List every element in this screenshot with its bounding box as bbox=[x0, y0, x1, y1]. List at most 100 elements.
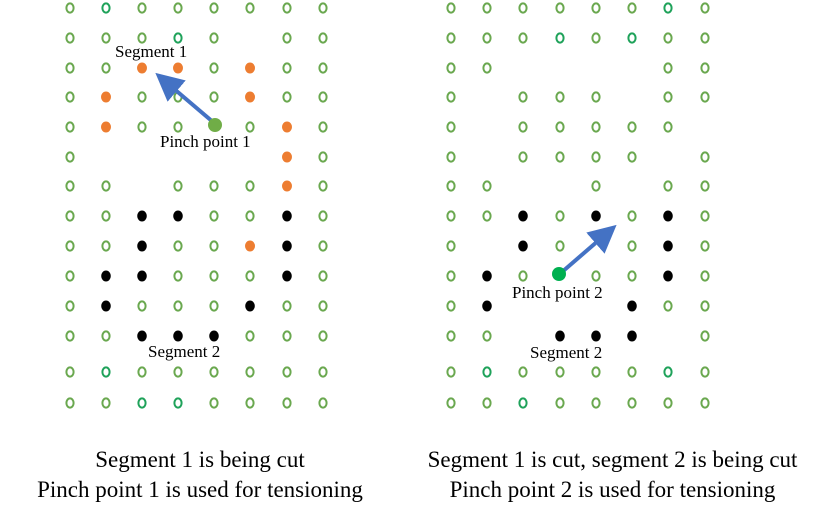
fiber-grid-diagram: Segment 1 Pinch point 1 Segment 2 Pinch … bbox=[65, 2, 710, 409]
left-fiber-dot bbox=[65, 300, 75, 312]
left-fiber-dot bbox=[318, 210, 328, 222]
right-fiber-dot bbox=[700, 62, 710, 74]
right-fiber-dot bbox=[482, 32, 492, 44]
left-fiber-dot bbox=[173, 121, 183, 133]
left-fiber-dot bbox=[173, 180, 183, 192]
left-fiber-dot bbox=[65, 91, 75, 103]
right-fiber-dot bbox=[446, 330, 456, 342]
right-segment2-dot bbox=[663, 210, 673, 222]
right-segment2-dot bbox=[663, 240, 673, 252]
left-fiber-dot bbox=[245, 121, 255, 133]
left-fiber-dot bbox=[209, 62, 219, 74]
left-segment2-dot bbox=[245, 300, 255, 312]
left-segment1-dot bbox=[282, 180, 292, 192]
right-fiber-dot bbox=[555, 366, 565, 378]
right-fiber-dot bbox=[700, 397, 710, 409]
right-fiber-dot bbox=[700, 91, 710, 103]
left-fiber-dot bbox=[318, 2, 328, 14]
right-segment2-dot bbox=[663, 270, 673, 282]
left-fiber-dot bbox=[137, 32, 147, 44]
left-fiber-dot bbox=[318, 32, 328, 44]
left-panel-grid bbox=[65, 2, 328, 409]
right-fiber-dot bbox=[446, 210, 456, 222]
right-fiber-dot bbox=[482, 62, 492, 74]
left-fiber-dot bbox=[245, 210, 255, 222]
left-fiber-dot bbox=[137, 300, 147, 312]
left-segment2-dot bbox=[282, 240, 292, 252]
left-fiber-dot bbox=[245, 2, 255, 14]
left-segment2-dot bbox=[209, 330, 219, 342]
left-segment1-dot bbox=[245, 62, 255, 74]
left-fiber-dot bbox=[173, 366, 183, 378]
left-fiber-dot bbox=[65, 240, 75, 252]
left-fiber-dot bbox=[282, 32, 292, 44]
right-fiber-dot bbox=[627, 2, 637, 14]
left-tension-arrow bbox=[155, 72, 215, 124]
left-fiber-dot bbox=[65, 366, 75, 378]
left-fiber-dot bbox=[209, 2, 219, 14]
right-fiber-dot bbox=[700, 32, 710, 44]
right-fiber-dot bbox=[627, 270, 637, 282]
right-fiber-dot bbox=[518, 91, 528, 103]
left-segment1-dot bbox=[282, 121, 292, 133]
left-segment1-dot bbox=[282, 151, 292, 163]
right-fiber-dot bbox=[518, 270, 528, 282]
left-fiber-dot bbox=[65, 397, 75, 409]
right-fiber-dot bbox=[700, 180, 710, 192]
right-fiber-dot bbox=[627, 240, 637, 252]
right-fiber-dot bbox=[446, 62, 456, 74]
right-fiber-dot bbox=[663, 180, 673, 192]
left-fiber-dot bbox=[173, 397, 183, 409]
left-fiber-dot bbox=[101, 62, 111, 74]
left-fiber-dot bbox=[318, 366, 328, 378]
left-fiber-dot bbox=[318, 180, 328, 192]
left-fiber-dot bbox=[65, 270, 75, 282]
left-segment1-dot bbox=[137, 62, 147, 74]
left-fiber-dot bbox=[245, 180, 255, 192]
left-fiber-dot bbox=[318, 62, 328, 74]
right-fiber-dot bbox=[591, 32, 601, 44]
left-fiber-dot bbox=[318, 121, 328, 133]
left-fiber-dot bbox=[137, 121, 147, 133]
left-fiber-dot bbox=[137, 366, 147, 378]
right-fiber-dot bbox=[482, 330, 492, 342]
right-fiber-dot bbox=[555, 151, 565, 163]
right-fiber-dot bbox=[482, 180, 492, 192]
left-fiber-dot bbox=[282, 62, 292, 74]
left-fiber-dot bbox=[245, 397, 255, 409]
right-fiber-dot bbox=[663, 62, 673, 74]
right-fiber-dot bbox=[627, 210, 637, 222]
left-segment1-dot bbox=[101, 121, 111, 133]
left-caption-line1: Segment 1 is being cut bbox=[95, 447, 305, 472]
right-fiber-dot bbox=[446, 300, 456, 312]
right-fiber-dot bbox=[591, 91, 601, 103]
right-fiber-dot bbox=[700, 210, 710, 222]
right-fiber-dot bbox=[591, 180, 601, 192]
right-fiber-dot bbox=[555, 32, 565, 44]
right-fiber-dot bbox=[700, 240, 710, 252]
right-fiber-dot bbox=[555, 240, 565, 252]
right-fiber-dot bbox=[591, 151, 601, 163]
right-fiber-dot bbox=[700, 330, 710, 342]
left-fiber-dot bbox=[101, 366, 111, 378]
right-segment2-dot bbox=[482, 300, 492, 312]
right-fiber-dot bbox=[663, 121, 673, 133]
right-fiber-dot bbox=[700, 300, 710, 312]
left-segment2-dot bbox=[137, 330, 147, 342]
left-fiber-dot bbox=[65, 2, 75, 14]
left-segment1-dot bbox=[101, 91, 111, 103]
right-fiber-dot bbox=[518, 121, 528, 133]
right-segment2-dot bbox=[555, 330, 565, 342]
left-segment2-dot bbox=[282, 210, 292, 222]
right-fiber-dot bbox=[591, 270, 601, 282]
right-fiber-dot bbox=[446, 32, 456, 44]
right-fiber-dot bbox=[446, 366, 456, 378]
right-fiber-dot bbox=[663, 300, 673, 312]
right-fiber-dot bbox=[591, 121, 601, 133]
left-fiber-dot bbox=[282, 397, 292, 409]
right-fiber-dot bbox=[663, 2, 673, 14]
right-fiber-dot bbox=[663, 32, 673, 44]
left-fiber-dot bbox=[282, 300, 292, 312]
right-fiber-dot bbox=[591, 2, 601, 14]
right-pinch-label: Pinch point 2 bbox=[512, 283, 603, 302]
